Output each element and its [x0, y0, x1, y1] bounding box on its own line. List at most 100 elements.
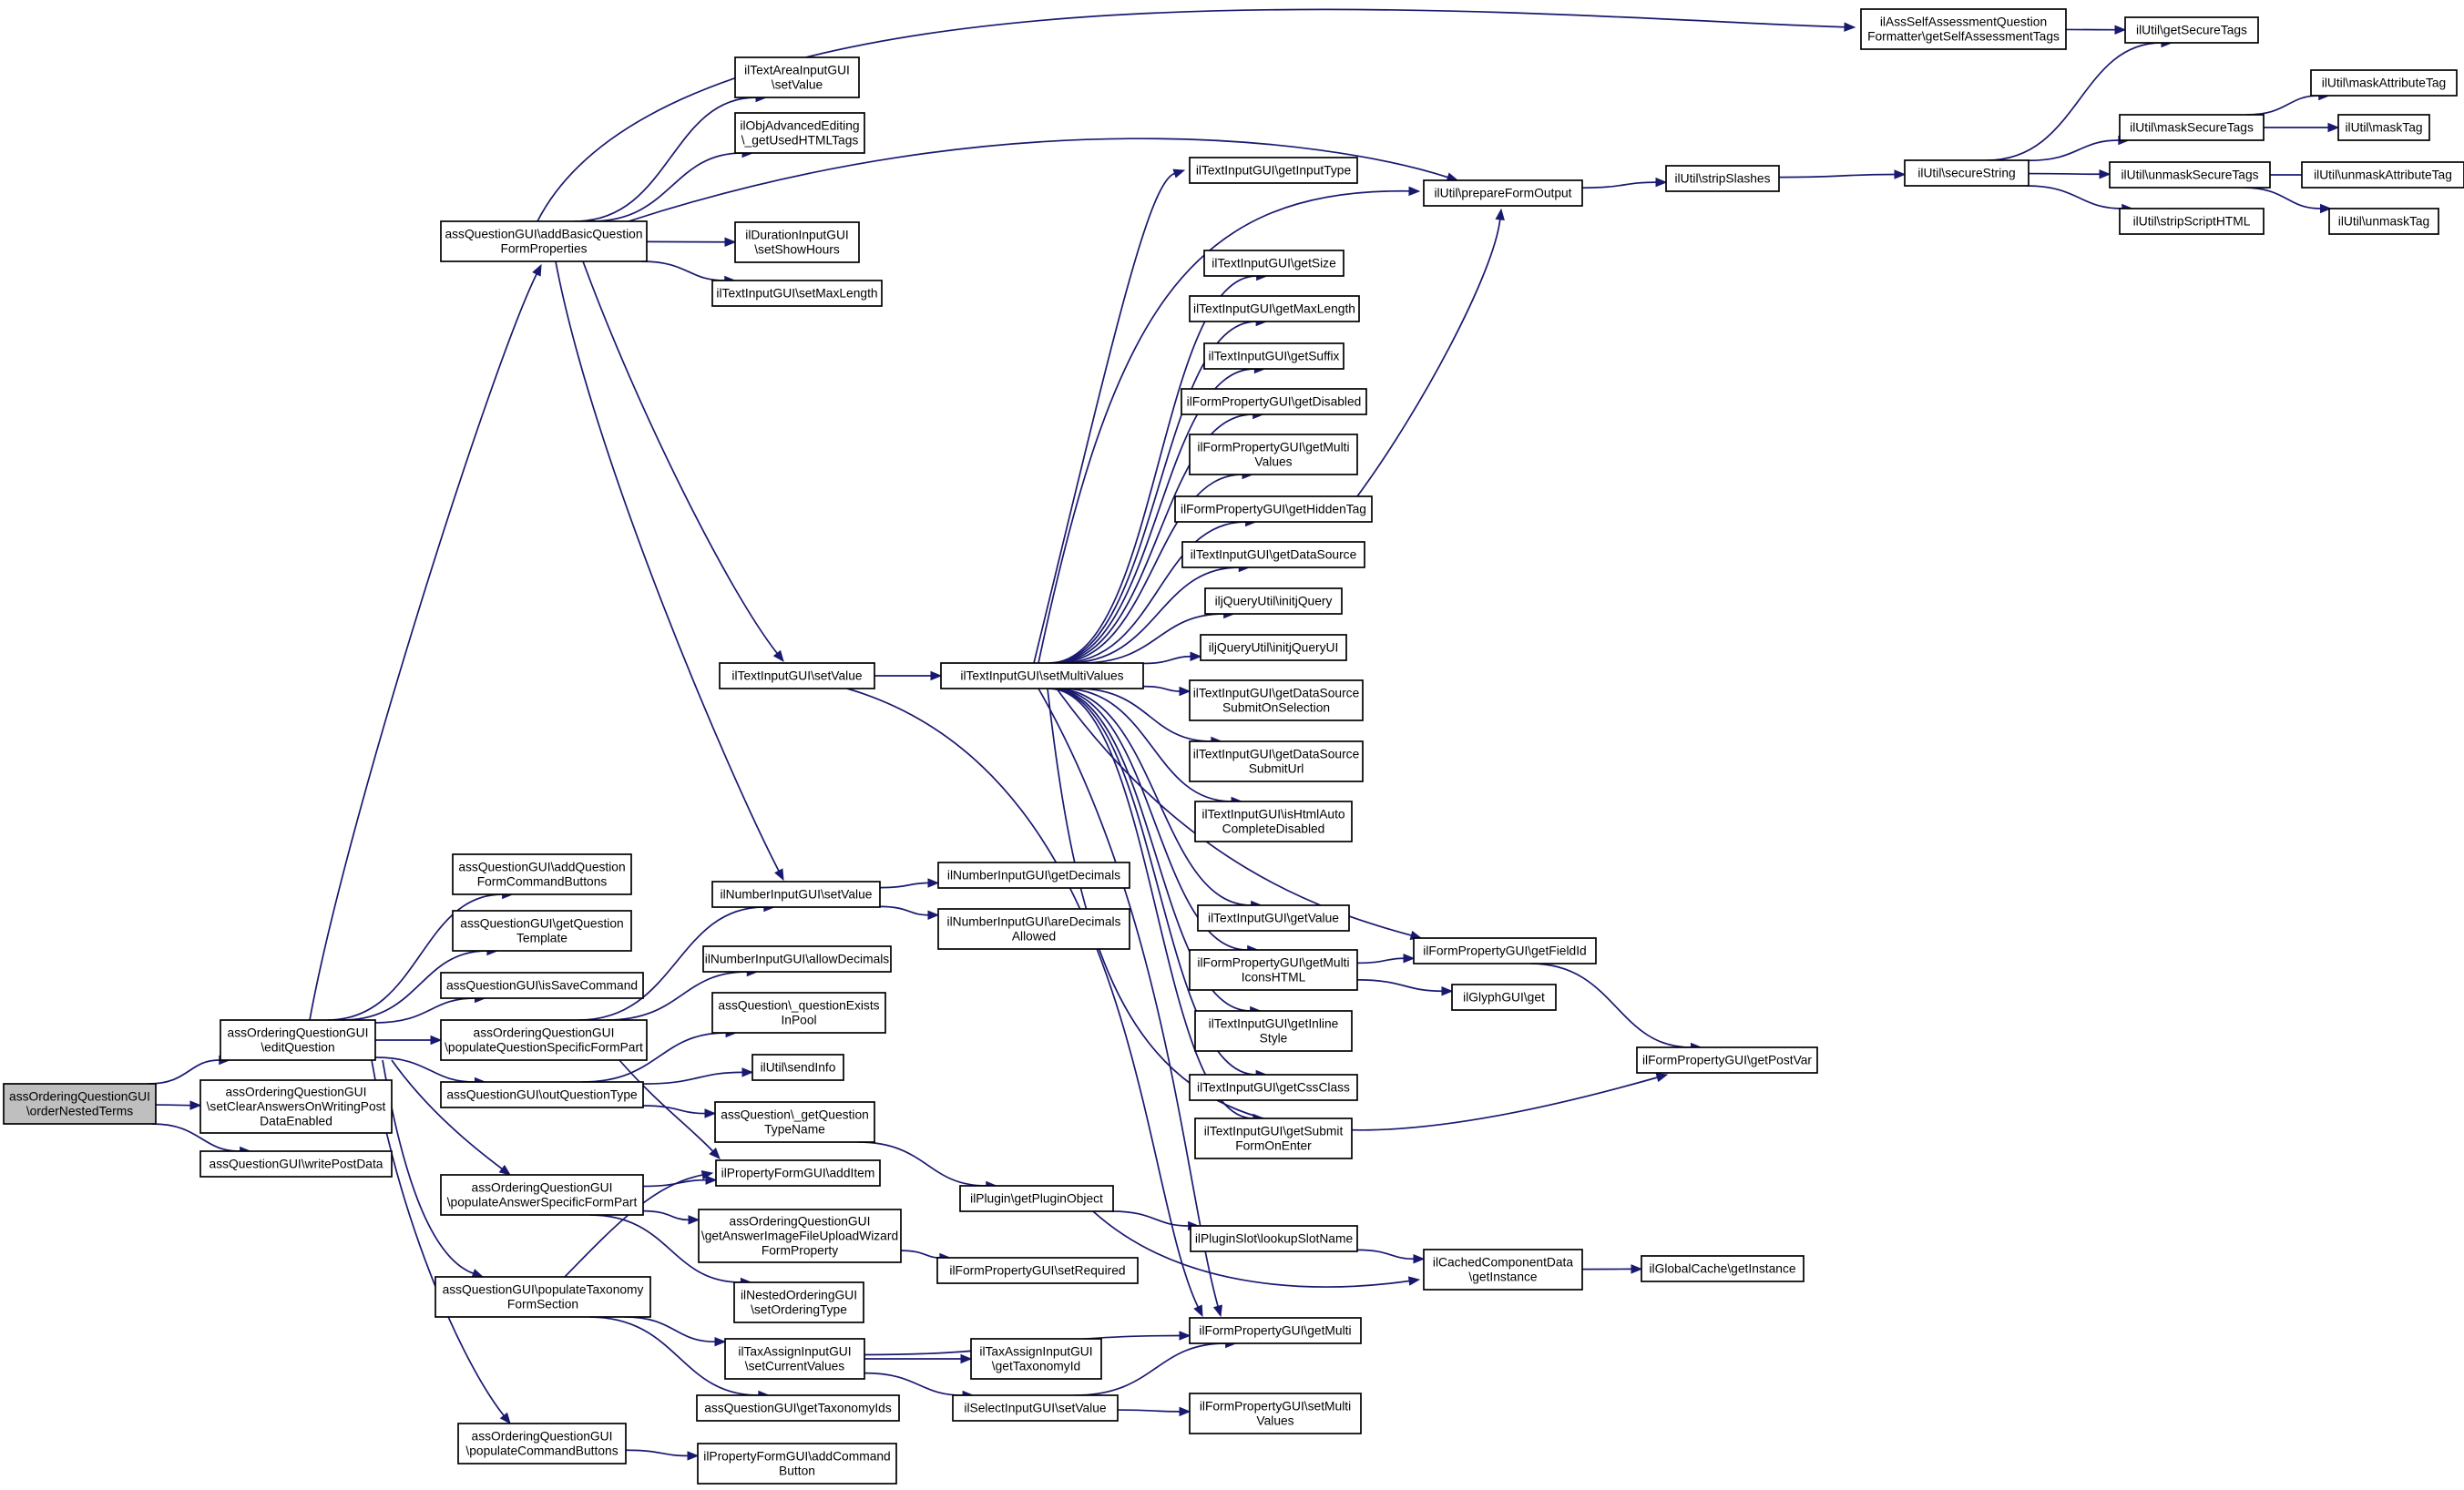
node-getAnswerImageUpload[interactable]: assOrderingQuestionGUI\getAnswerImageFil…	[698, 1209, 902, 1263]
node-label: \setShowHours	[754, 242, 840, 256]
node-propGetHiddenTag[interactable]: ilFormPropertyGUI\getHiddenTag	[1174, 495, 1373, 523]
edge-addBasicQuestion-to-selfAssessmentTags	[537, 8, 1856, 222]
node-textSetMultiValues[interactable]: ilTextInputGUI\setMultiValues	[940, 662, 1144, 689]
node-textAreaSetValue[interactable]: ilTextAreaInputGUI\setValue	[734, 56, 860, 98]
node-label: assQuestionGUI\isSaveCommand	[446, 978, 638, 992]
node-jqInitjQuery[interactable]: iljQueryUtil\initjQuery	[1204, 587, 1343, 615]
node-label: ilFormPropertyGUI\getFieldId	[1423, 944, 1586, 957]
node-editQuestion[interactable]: assOrderingQuestionGUI\editQuestion	[220, 1019, 376, 1061]
node-propGetMulti[interactable]: ilFormPropertyGUI\getMulti	[1189, 1317, 1362, 1344]
edge-line	[2028, 172, 2101, 176]
node-root[interactable]: assOrderingQuestionGUI\orderNestedTerms	[3, 1083, 157, 1125]
node-numberSetValue[interactable]: ilNumberInputGUI\setValue	[711, 881, 881, 908]
node-textGetDataSource[interactable]: ilTextInputGUI\getDataSource	[1181, 541, 1365, 568]
node-textGetCssClass[interactable]: ilTextInputGUI\getCssClass	[1189, 1074, 1358, 1101]
node-textGetInputType[interactable]: ilTextInputGUI\getInputType	[1189, 157, 1358, 184]
node-populateQSpecific[interactable]: assOrderingQuestionGUI\populateQuestionS…	[440, 1019, 648, 1061]
node-selfAssessmentTags[interactable]: ilAssSelfAssessmentQuestionFormatter\get…	[1860, 8, 2067, 50]
edge-line	[1050, 688, 1251, 1012]
node-utilStripScriptHTML[interactable]: ilUtil\stripScriptHTML	[2119, 208, 2265, 235]
node-textGetValue[interactable]: ilTextInputGUI\getValue	[1197, 904, 1350, 932]
edge-propGetMultiIconsHTML-to-propGetFieldId	[1356, 954, 1416, 964]
node-populateCmdButtons[interactable]: assOrderingQuestionGUI\populateCommandBu…	[457, 1423, 627, 1464]
node-box	[734, 221, 860, 263]
node-utilUnmaskAttributeTag[interactable]: ilUtil\unmaskAttributeTag	[2301, 161, 2464, 189]
node-label: ilTextInputGUI\getCssClass	[1197, 1080, 1350, 1094]
node-textGetMaxLength[interactable]: ilTextInputGUI\getMaxLength	[1189, 295, 1360, 322]
arrowhead-icon	[2327, 122, 2340, 133]
node-box	[696, 1394, 900, 1422]
node-selectSetValue[interactable]: ilSelectInputGUI\setValue	[952, 1394, 1119, 1422]
node-nestedSetOrderingType[interactable]: ilNestedOrderingGUI\setOrderingType	[733, 1281, 864, 1323]
node-textGetDSSubmitOnSel[interactable]: ilTextInputGUI\getDataSourceSubmitOnSele…	[1189, 679, 1364, 721]
node-textIsHtmlAutoComplete[interactable]: ilTextInputGUI\isHtmlAutoCompleteDisable…	[1194, 801, 1353, 842]
node-setClearAnswers[interactable]: assOrderingQuestionGUI\setClearAnswersOn…	[199, 1079, 393, 1134]
node-label: FormSection	[507, 1297, 578, 1311]
edge-line	[590, 152, 743, 222]
node-label: \_getUsedHTMLTags	[741, 133, 859, 147]
node-utilMaskSecureTags[interactable]: ilUtil\maskSecureTags	[2119, 114, 2265, 141]
node-pluginGetPluginObject[interactable]: ilPlugin\getPluginObject	[959, 1185, 1114, 1212]
node-isSaveCommand[interactable]: assQuestionGUI\isSaveCommand	[440, 972, 644, 999]
node-glyphGet[interactable]: ilGlyphGUI\get	[1451, 984, 1557, 1011]
node-sendInfo[interactable]: ilUtil\sendInfo	[751, 1054, 844, 1081]
node-objAdvancedEditing[interactable]: ilObjAdvancedEditing\_getUsedHTMLTags	[734, 112, 865, 154]
edge-line	[625, 1449, 689, 1457]
node-writePostData[interactable]: assQuestionGUI\writePostData	[199, 1150, 393, 1178]
node-utilMaskAttributeTag[interactable]: ilUtil\maskAttributeTag	[2310, 69, 2458, 97]
node-label: FormCommandButtons	[477, 874, 608, 888]
node-durationSetShowHours[interactable]: ilDurationInputGUI\setShowHours	[734, 221, 860, 263]
node-utilMaskTag[interactable]: ilUtil\maskTag	[2337, 114, 2430, 141]
edge-addBasicQuestion-to-textSetValue	[582, 260, 784, 663]
node-cachedComponentData[interactable]: ilCachedComponentData\getInstance	[1423, 1249, 1583, 1291]
node-addBasicQuestion[interactable]: assQuestionGUI\addBasicQuestionFormPrope…	[440, 220, 648, 262]
node-propSetMultiValues[interactable]: ilFormPropertyGUI\setMultiValues	[1189, 1393, 1362, 1434]
node-numberGetDecimals[interactable]: ilNumberInputGUI\getDecimals	[937, 862, 1130, 889]
node-label: assQuestion\_questionExists	[718, 998, 879, 1012]
node-jqInitjQueryUI[interactable]: iljQueryUtil\initjQueryUI	[1200, 634, 1347, 661]
node-pluginSlotLookup[interactable]: ilPluginSlot\lookupSlotName	[1190, 1225, 1358, 1252]
node-textGetSuffix[interactable]: ilTextInputGUI\getSuffix	[1203, 342, 1344, 370]
node-textSetMaxLength[interactable]: ilTextInputGUI\setMaxLength	[711, 280, 883, 307]
node-populateASpecific[interactable]: assOrderingQuestionGUI\populateAnswerSpe…	[440, 1174, 644, 1216]
node-addQuestionFormCmd[interactable]: assQuestionGUI\addQuestionFormCommandBut…	[452, 853, 632, 895]
node-propSetRequired[interactable]: ilFormPropertyGUI\setRequired	[936, 1257, 1139, 1284]
node-utilSecureString[interactable]: ilUtil\secureString	[1904, 159, 2029, 187]
edge-line	[1062, 688, 1232, 802]
node-utilUnmaskTag[interactable]: ilUtil\unmaskTag	[2328, 208, 2439, 235]
node-label: assOrderingQuestionGUI	[226, 1085, 367, 1098]
edge-line	[642, 1209, 690, 1221]
node-utilPrepareFormOutput[interactable]: ilUtil\prepareFormOutput	[1423, 179, 1583, 207]
node-propFormAddItem[interactable]: ilPropertyFormGUI\addItem	[715, 1159, 881, 1187]
node-propGetFieldId[interactable]: ilFormPropertyGUI\getFieldId	[1413, 937, 1597, 964]
node-utilStripSlashes[interactable]: ilUtil\stripSlashes	[1665, 165, 1780, 192]
edge-utilStripSlashes-to-utilSecureString	[1778, 169, 1907, 179]
node-utilUnmaskSecureTags[interactable]: ilUtil\unmaskSecureTags	[2109, 161, 2271, 189]
node-propGetDisabled[interactable]: ilFormPropertyGUI\getDisabled	[1181, 388, 1367, 415]
node-populateTaxonomy[interactable]: assQuestionGUI\populateTaxonomyFormSecti…	[435, 1276, 651, 1318]
node-label: ilTextInputGUI\setMultiValues	[960, 668, 1123, 682]
node-utilGetSecureTags[interactable]: ilUtil\getSecureTags	[2124, 16, 2259, 44]
node-outQuestionType[interactable]: assQuestionGUI\outQuestionType	[440, 1081, 644, 1108]
node-textSetValue[interactable]: ilTextInputGUI\setValue	[719, 662, 875, 689]
node-textGetSize[interactable]: ilTextInputGUI\getSize	[1203, 250, 1344, 277]
arrowhead-icon	[2099, 169, 2111, 179]
node-globalCacheGetInstance[interactable]: ilGlobalCache\getInstance	[1641, 1255, 1805, 1282]
node-numberAllowDecimals[interactable]: ilNumberInputGUI\allowDecimals	[702, 945, 892, 973]
node-taxAssignSetCurrent[interactable]: ilTaxAssignInputGUI\setCurrentValues	[724, 1338, 865, 1380]
node-taxGetTaxonomyId[interactable]: ilTaxAssignInputGUI\getTaxonomyId	[970, 1338, 1102, 1380]
node-propGetPostVar[interactable]: ilFormPropertyGUI\getPostVar	[1636, 1046, 1818, 1074]
node-box	[1451, 984, 1557, 1011]
node-getTaxonomyIds[interactable]: assQuestionGUI\getTaxonomyIds	[696, 1394, 900, 1422]
edge-line	[1066, 566, 1240, 664]
